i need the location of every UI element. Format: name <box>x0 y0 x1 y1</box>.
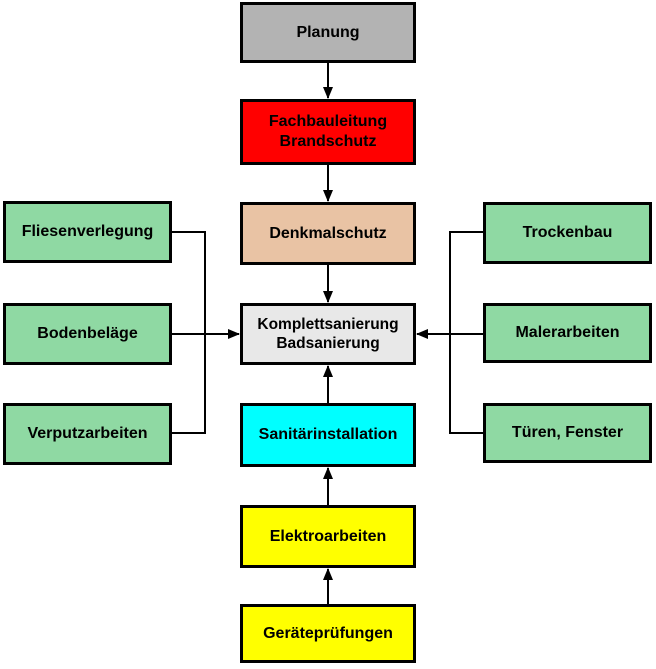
node-verputzarbeiten: Verputzarbeiten <box>3 403 172 465</box>
node-tueren-fenster: Türen, Fenster <box>483 403 652 463</box>
node-komplettsanierung-label-line2: Badsanierung <box>276 335 380 352</box>
node-elektroarbeiten: Elektroarbeiten <box>240 505 416 568</box>
node-geraetepruefungen-label: Geräteprüfungen <box>263 624 393 642</box>
node-bodenbelaege: Bodenbeläge <box>3 303 172 365</box>
node-komplettsanierung-label-line1: Komplettsanierung <box>257 315 399 333</box>
node-elektroarbeiten-label: Elektroarbeiten <box>269 527 387 545</box>
node-denkmalschutz-label: Denkmalschutz <box>269 224 387 242</box>
node-sanitaerinstallation-label: Sanitärinstallation <box>258 426 398 443</box>
node-denkmalschutz: Denkmalschutz <box>240 202 416 265</box>
node-malerarbeiten: Malerarbeiten <box>483 303 652 363</box>
node-bodenbelaege-label: Bodenbeläge <box>37 325 138 342</box>
node-verputzarbeiten-label: Verputzarbeiten <box>27 425 148 442</box>
node-trockenbau-label: Trockenbau <box>522 224 613 241</box>
node-planung-label: Planung <box>296 23 360 41</box>
node-planung: Planung <box>240 2 416 63</box>
node-malerarbeiten-label: Malerarbeiten <box>515 324 620 341</box>
node-fliesenverlegung-label: Fliesenverlegung <box>21 223 154 240</box>
node-fachbauleitung-brandschutz: Fachbauleitung Brandschutz <box>240 99 416 165</box>
node-fliesenverlegung: Fliesenverlegung <box>3 201 172 263</box>
node-trockenbau: Trockenbau <box>483 202 652 264</box>
node-komplettsanierung-badsanierung: Komplettsanierung Badsanierung <box>240 303 416 365</box>
node-geraetepruefungen: Geräteprüfungen <box>240 604 416 663</box>
node-sanitaerinstallation: Sanitärinstallation <box>240 403 416 467</box>
node-fachbauleitung-label-line1: Fachbauleitung <box>268 113 388 130</box>
node-tueren-fenster-label: Türen, Fenster <box>511 424 624 441</box>
node-fachbauleitung-label-line2: Brandschutz <box>279 133 377 150</box>
